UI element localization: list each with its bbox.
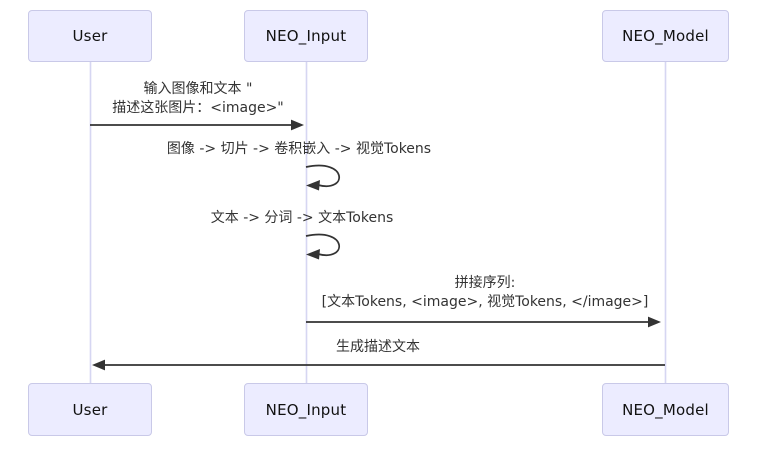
arrowhead-message-4 xyxy=(648,316,661,328)
message-text-1-line-1: 输入图像和文本 " xyxy=(143,81,253,97)
message-text-2-line-1: 图像 -> 切片 -> 卷积嵌入 -> 视觉Tokens xyxy=(166,141,432,157)
message-text-4-line-1: 拼接序列: xyxy=(454,275,516,291)
actor-bottom-user: User xyxy=(28,383,152,436)
actor-bottom-neo-input: NEO_Input xyxy=(244,383,368,436)
actor-bottom-neo-model: NEO_Model xyxy=(602,383,729,436)
self-loop-2 xyxy=(305,233,341,257)
actor-label: NEO_Input xyxy=(265,27,347,45)
actor-label: NEO_Model xyxy=(622,27,709,45)
actor-label: User xyxy=(72,400,108,419)
arrowhead-message-1 xyxy=(291,119,304,131)
message-text-1-line-2: 描述这张图片：<image>" xyxy=(112,100,284,116)
message-text-3-line-1: 文本 -> 分词 -> 文本Tokens xyxy=(210,210,394,226)
actor-label: User xyxy=(72,27,108,45)
arrowhead-message-5 xyxy=(92,359,105,371)
actor-top-neo-input: NEO_Input xyxy=(244,10,368,62)
actor-top-neo-model: NEO_Model xyxy=(602,10,729,62)
actor-top-user: User xyxy=(28,10,152,62)
message-text-5-line-1: 生成描述文本 xyxy=(336,339,420,355)
message-text-5: 生成描述文本 xyxy=(336,338,420,357)
message-text-1: 输入图像和文本 " 描述这张图片：<image>" xyxy=(112,80,284,118)
actor-label: NEO_Model xyxy=(622,400,709,419)
actor-label: NEO_Input xyxy=(265,400,347,419)
message-text-3: 文本 -> 分词 -> 文本Tokens xyxy=(211,209,394,228)
message-text-4: 拼接序列: [文本Tokens, <image>, 视觉Tokens, </im… xyxy=(322,274,649,312)
message-text-4-line-2: [文本Tokens, <image>, 视觉Tokens, </image>] xyxy=(321,294,649,310)
arrowhead-self-loop-1 xyxy=(306,180,320,191)
arrowhead-self-loop-2 xyxy=(306,249,320,260)
message-text-2: 图像 -> 切片 -> 卷积嵌入 -> 视觉Tokens xyxy=(167,140,431,159)
self-loop-1 xyxy=(305,164,341,188)
